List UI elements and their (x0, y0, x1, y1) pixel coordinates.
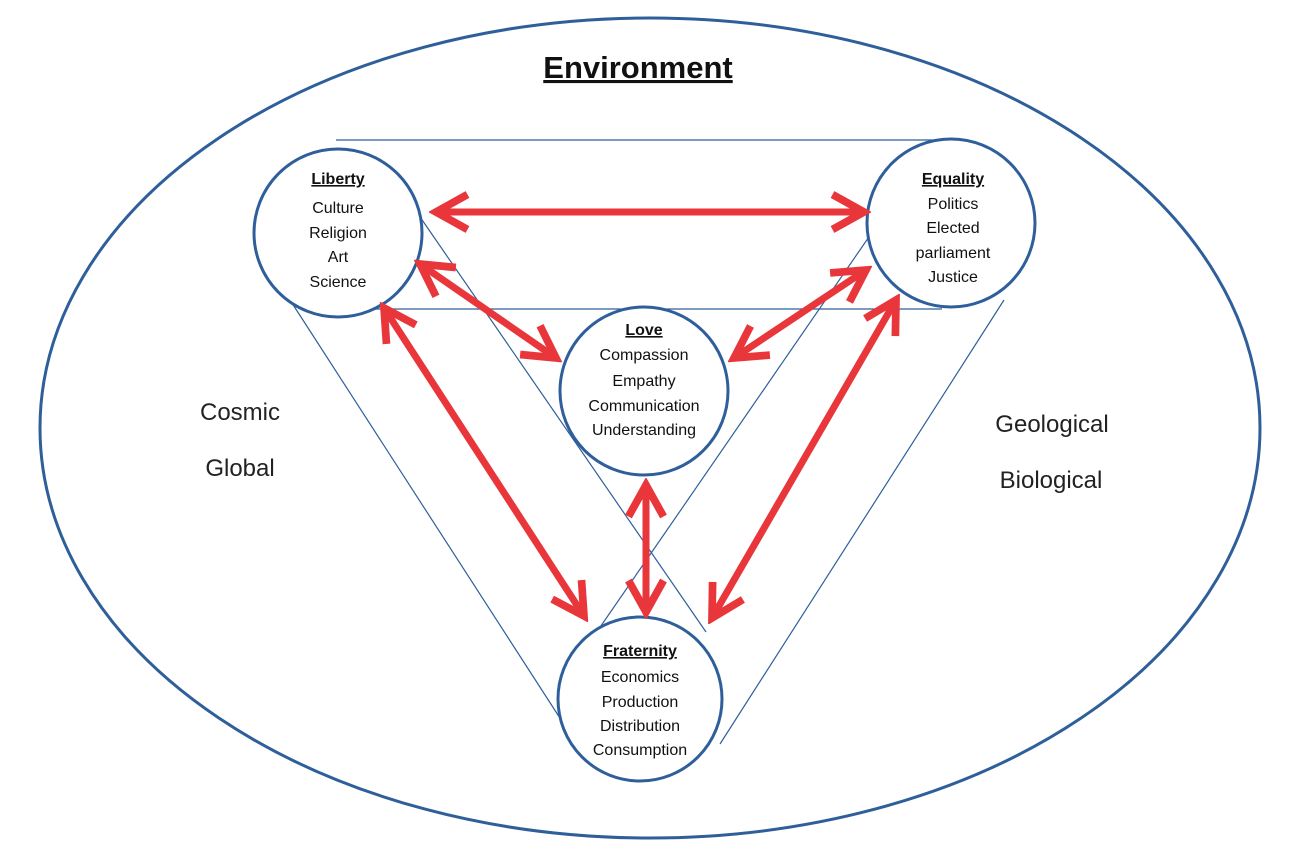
love-item: Understanding (592, 422, 696, 439)
love-item: Compassion (600, 347, 689, 364)
fraternity-item: Consumption (593, 742, 687, 759)
arrow-equality-fraternity (712, 300, 896, 618)
fraternity-title: Fraternity (603, 643, 677, 660)
relationship-arrows (384, 212, 896, 618)
liberty-item: Religion (309, 225, 367, 242)
love-item: Empathy (612, 373, 675, 390)
liberty-title: Liberty (311, 171, 364, 188)
arrow-liberty-love (420, 264, 556, 358)
side-label-cosmic: Cosmic (200, 399, 280, 426)
liberty-item: Culture (312, 200, 364, 217)
equality-item: Justice (928, 269, 978, 286)
node-love: Love Compassion Empathy Communication Un… (558, 305, 730, 477)
arrow-equality-love (734, 270, 866, 358)
equality-item: parliament (916, 245, 991, 262)
love-title: Love (625, 322, 662, 339)
equality-title: Equality (922, 171, 984, 188)
node-fraternity: Fraternity Economics Production Distribu… (556, 615, 724, 783)
fraternity-item: Distribution (600, 718, 680, 735)
side-label-geological: Geological (995, 411, 1108, 438)
fraternity-item: Production (602, 694, 679, 711)
fraternity-item: Economics (601, 669, 679, 686)
environment-ellipse (38, 16, 1262, 840)
side-label-biological: Biological (1000, 467, 1103, 494)
love-item: Communication (588, 398, 699, 415)
left-outer-line (289, 299, 579, 747)
right-outer-line (719, 299, 1005, 745)
side-label-global: Global (205, 455, 274, 482)
liberty-item: Science (310, 274, 367, 291)
equality-item: Politics (928, 196, 979, 213)
node-liberty: Liberty Culture Religion Art Science (252, 147, 424, 319)
node-equality: Equality Politics Elected parliament Jus… (865, 137, 1037, 309)
liberty-circle (252, 147, 424, 319)
environment-title: Environment (543, 50, 732, 85)
equality-item: Elected (926, 220, 979, 237)
liberty-item: Art (328, 249, 349, 266)
arrow-liberty-fraternity (384, 308, 584, 616)
